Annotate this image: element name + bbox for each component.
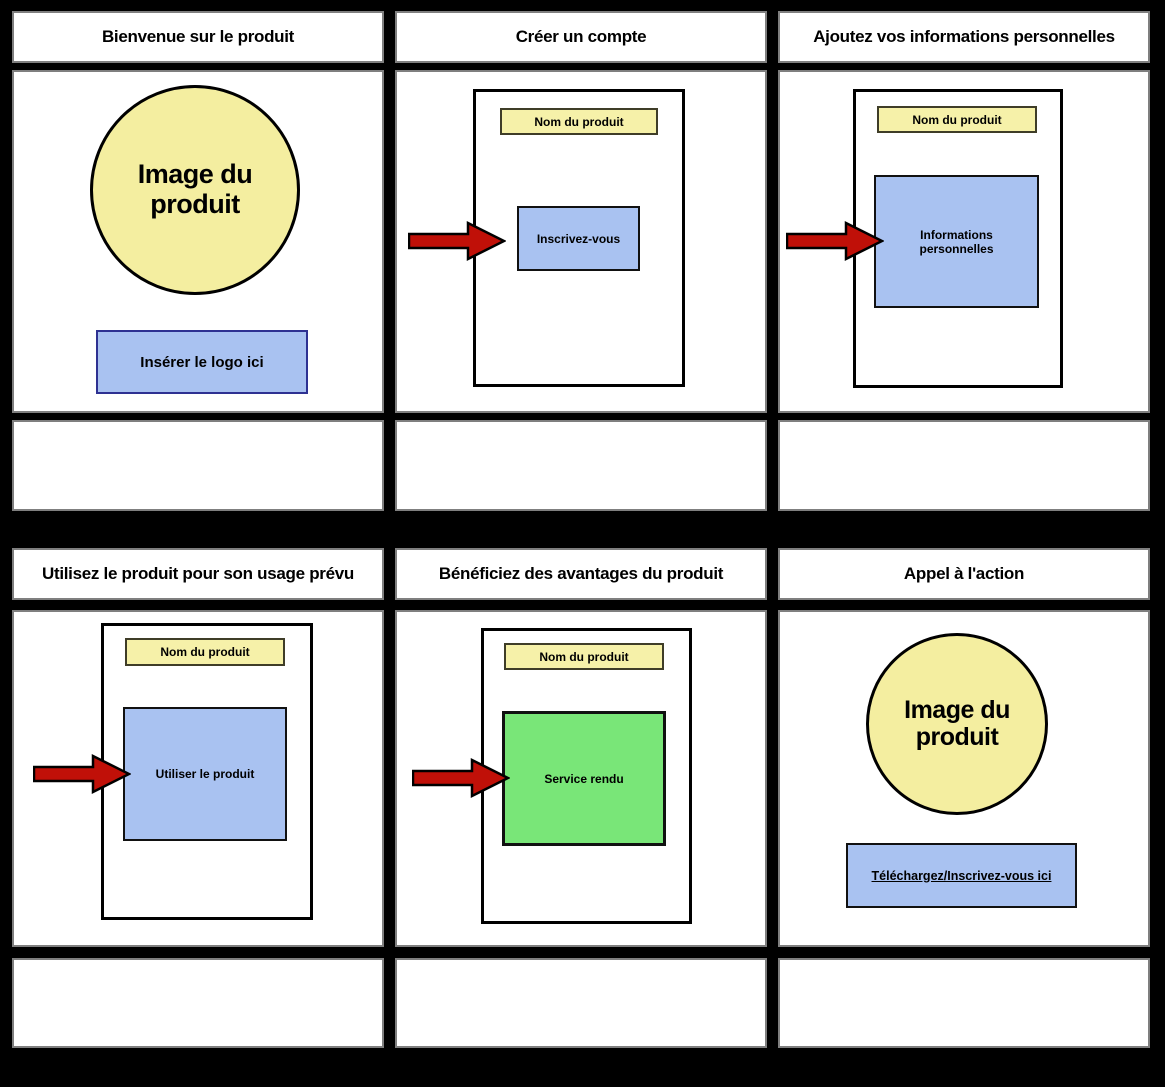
red-arrow-icon[interactable] — [786, 220, 884, 262]
personal-info-box[interactable]: Informations personnelles — [874, 175, 1039, 308]
signup-box-label: Inscrivez-vous — [536, 231, 621, 246]
product-name-tag[interactable]: Nom du produit — [125, 638, 285, 666]
red-arrow-icon[interactable] — [408, 220, 506, 262]
panel-6-canvas[interactable]: Image du produit Téléchargez/Inscrivez-v… — [778, 610, 1150, 947]
logo-placeholder-box[interactable]: Insérer le logo ici — [96, 330, 308, 394]
panel-6-title-cell[interactable]: Appel à l'action — [778, 548, 1150, 600]
panel-1-title: Bienvenue sur le produit — [101, 27, 295, 46]
product-image-circle-label: Image du produit — [904, 695, 1010, 751]
panel-3-title-cell[interactable]: Ajoutez vos informations personnelles — [778, 11, 1150, 63]
use-product-box-label: Utiliser le produit — [155, 767, 255, 781]
panel-4-title: Utilisez le produit pour son usage prévu — [42, 564, 354, 583]
download-signup-button-label: Téléchargez/Inscrivez-vous ici — [871, 868, 1052, 883]
product-name-tag-label: Nom du produit — [160, 645, 250, 659]
red-arrow-icon[interactable] — [33, 753, 131, 795]
panel-5-description-cell[interactable] — [395, 958, 767, 1048]
use-product-box[interactable]: Utiliser le produit — [123, 707, 287, 841]
panel-3-canvas[interactable]: Nom du produit Informations personnelles — [778, 70, 1150, 413]
panel-4-canvas[interactable]: Nom du produit Utiliser le produit — [12, 610, 384, 947]
product-name-tag[interactable]: Nom du produit — [504, 643, 664, 670]
panel-5-title-cell[interactable]: Bénéficiez des avantages du produit — [395, 548, 767, 600]
panel-6-description-cell[interactable] — [778, 958, 1150, 1048]
product-name-tag-label: Nom du produit — [912, 112, 1002, 127]
panel-1-canvas[interactable]: Image du produit Insérer le logo ici — [12, 70, 384, 413]
product-image-circle[interactable]: Image du produit — [866, 633, 1048, 815]
panel-2-title-cell[interactable]: Créer un compte — [395, 11, 767, 63]
panel-5-canvas[interactable]: Nom du produit Service rendu — [395, 610, 767, 947]
service-rendered-box[interactable]: Service rendu — [502, 711, 666, 846]
logo-placeholder-label: Insérer le logo ici — [140, 353, 264, 371]
product-name-tag[interactable]: Nom du produit — [500, 108, 658, 135]
personal-info-box-label: Informations personnelles — [919, 227, 994, 256]
panel-1-title-cell[interactable]: Bienvenue sur le produit — [12, 11, 384, 63]
service-rendered-box-label: Service rendu — [544, 771, 624, 786]
panel-3-description-cell[interactable] — [778, 420, 1150, 511]
panel-5-title: Bénéficiez des avantages du produit — [438, 564, 724, 583]
product-image-circle[interactable]: Image du produit — [90, 85, 300, 295]
product-name-tag-label: Nom du produit — [534, 114, 624, 129]
download-signup-button[interactable]: Téléchargez/Inscrivez-vous ici — [846, 843, 1077, 908]
panel-6-title: Appel à l'action — [903, 564, 1025, 583]
panel-4-description-cell[interactable] — [12, 958, 384, 1048]
product-name-tag[interactable]: Nom du produit — [877, 106, 1037, 133]
product-image-circle-label: Image du produit — [137, 159, 253, 219]
panel-4-title-cell[interactable]: Utilisez le produit pour son usage prévu — [12, 548, 384, 600]
panel-2-description-cell[interactable] — [395, 420, 767, 511]
panel-2-canvas[interactable]: Nom du produit Inscrivez-vous — [395, 70, 767, 413]
panel-3-title: Ajoutez vos informations personnelles — [813, 27, 1115, 46]
panel-2-title: Créer un compte — [515, 27, 647, 46]
red-arrow-icon[interactable] — [412, 757, 510, 799]
panel-1-description-cell[interactable] — [12, 420, 384, 511]
signup-box[interactable]: Inscrivez-vous — [517, 206, 640, 271]
product-name-tag-label: Nom du produit — [539, 649, 629, 664]
